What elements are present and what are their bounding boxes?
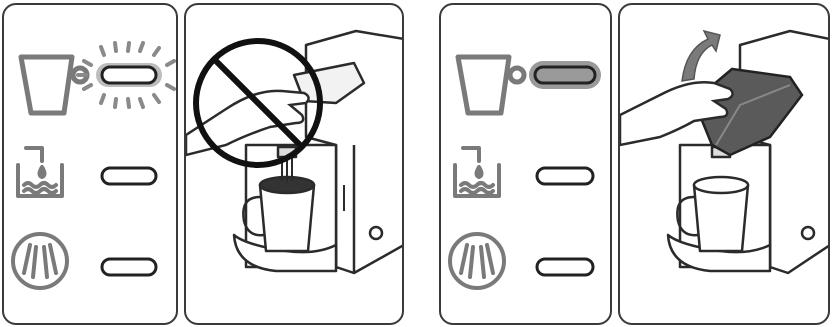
coffee-machine	[666, 29, 828, 275]
tank-indicator-light	[535, 166, 595, 186]
lift-arrow-icon	[681, 29, 721, 82]
indicator-panel-1-graphic	[11, 41, 176, 290]
instruction-panel-4-graphic	[620, 29, 828, 275]
hand-illustration	[186, 89, 310, 157]
water-tank-icon	[16, 146, 64, 198]
cup-icon	[455, 54, 527, 116]
descale-indicator-light	[100, 257, 158, 277]
hand-illustration	[620, 81, 734, 147]
instruction-panel-do-not-open	[184, 3, 404, 325]
cup-icon	[18, 54, 90, 116]
prohibition-sign	[193, 38, 323, 168]
instruction-panel-lift-lid	[618, 3, 830, 325]
coffee-machine	[232, 29, 402, 275]
descale-icon	[448, 232, 506, 290]
tank-indicator-light	[100, 166, 158, 186]
lit-indicator-light	[529, 61, 601, 89]
indicator-panel-3-graphic	[448, 54, 601, 290]
water-tank-icon	[453, 146, 501, 198]
indicator-panel-blinking	[2, 3, 178, 325]
instruction-panel-2-graphic	[186, 29, 402, 275]
descale-icon	[11, 232, 69, 290]
indicator-panel-steady	[439, 3, 612, 325]
blinking-indicator-light	[76, 41, 176, 109]
descale-indicator-light	[535, 257, 595, 277]
